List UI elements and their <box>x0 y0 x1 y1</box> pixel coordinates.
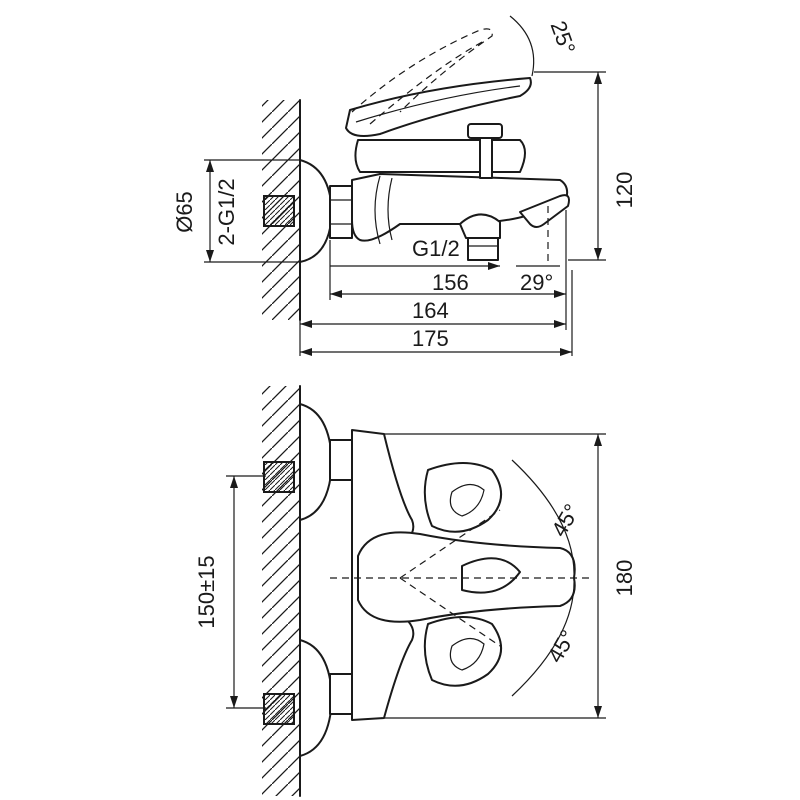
inlet-thread-label: 2-G1/2 <box>214 178 239 245</box>
lever-angle-dimension: 25° <box>546 18 581 58</box>
dimension-156: 156 <box>432 270 469 295</box>
diverter-knob <box>467 123 503 139</box>
centers-dimension: 150±15 <box>194 555 219 628</box>
lever-raised-outline <box>351 28 493 113</box>
eccentric-connector <box>263 195 295 227</box>
spout-angle-dimension: 29° <box>520 270 553 295</box>
spout <box>519 194 570 228</box>
hex-nut <box>329 185 353 239</box>
top-view: 45° 45° 150±15 180 <box>194 385 637 797</box>
lever-grip <box>461 557 521 594</box>
cartridge-housing <box>354 139 526 173</box>
eccentric-connector-upper <box>263 461 295 493</box>
eccentric-connector-lower <box>263 693 295 725</box>
outlet-thread <box>467 237 499 261</box>
lever-handle <box>345 77 532 137</box>
width-dimension: 180 <box>612 560 637 597</box>
lower-angle-dimension: 45° <box>542 626 580 667</box>
shower-outlet <box>459 213 501 239</box>
flange-diameter-dimension: Ø65 <box>172 191 197 233</box>
wall-flange <box>299 159 333 263</box>
lever-rotated-left <box>423 462 502 533</box>
side-view: 120 25° Ø65 2-G1/2 G1/2 156 29° 164 <box>172 15 637 356</box>
wall-flange-lower <box>299 639 333 757</box>
dimension-164: 164 <box>412 298 449 323</box>
wall-hatch-bottom <box>262 386 300 796</box>
outlet-thread-label: G1/2 <box>412 236 460 261</box>
lever-rotated-right <box>423 616 502 687</box>
dimension-175: 175 <box>412 326 449 351</box>
wall-flange-upper <box>299 403 333 521</box>
height-dimension: 120 <box>612 172 637 209</box>
